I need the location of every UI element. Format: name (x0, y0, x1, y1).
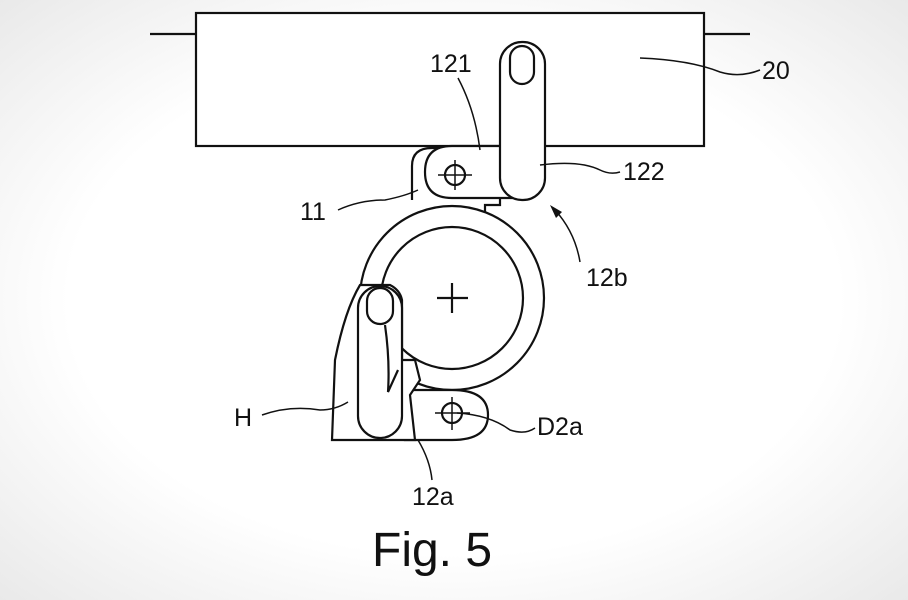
label-H: H (234, 404, 252, 432)
leader-lines (261, 57, 761, 481)
label-11: 11 (300, 198, 326, 226)
lever-122 (498, 40, 547, 202)
label-20: 20 (762, 57, 790, 85)
hand-H (330, 283, 422, 442)
housing-20 (150, 11, 750, 148)
label-122: 122 (623, 158, 665, 186)
label-D2a: D2a (537, 413, 583, 441)
figure-caption: Fig. 5 (372, 524, 492, 577)
label-12b: 12b (586, 264, 628, 292)
label-121: 121 (430, 50, 472, 78)
plate-121 (423, 144, 522, 200)
label-12a: 12a (412, 483, 454, 511)
